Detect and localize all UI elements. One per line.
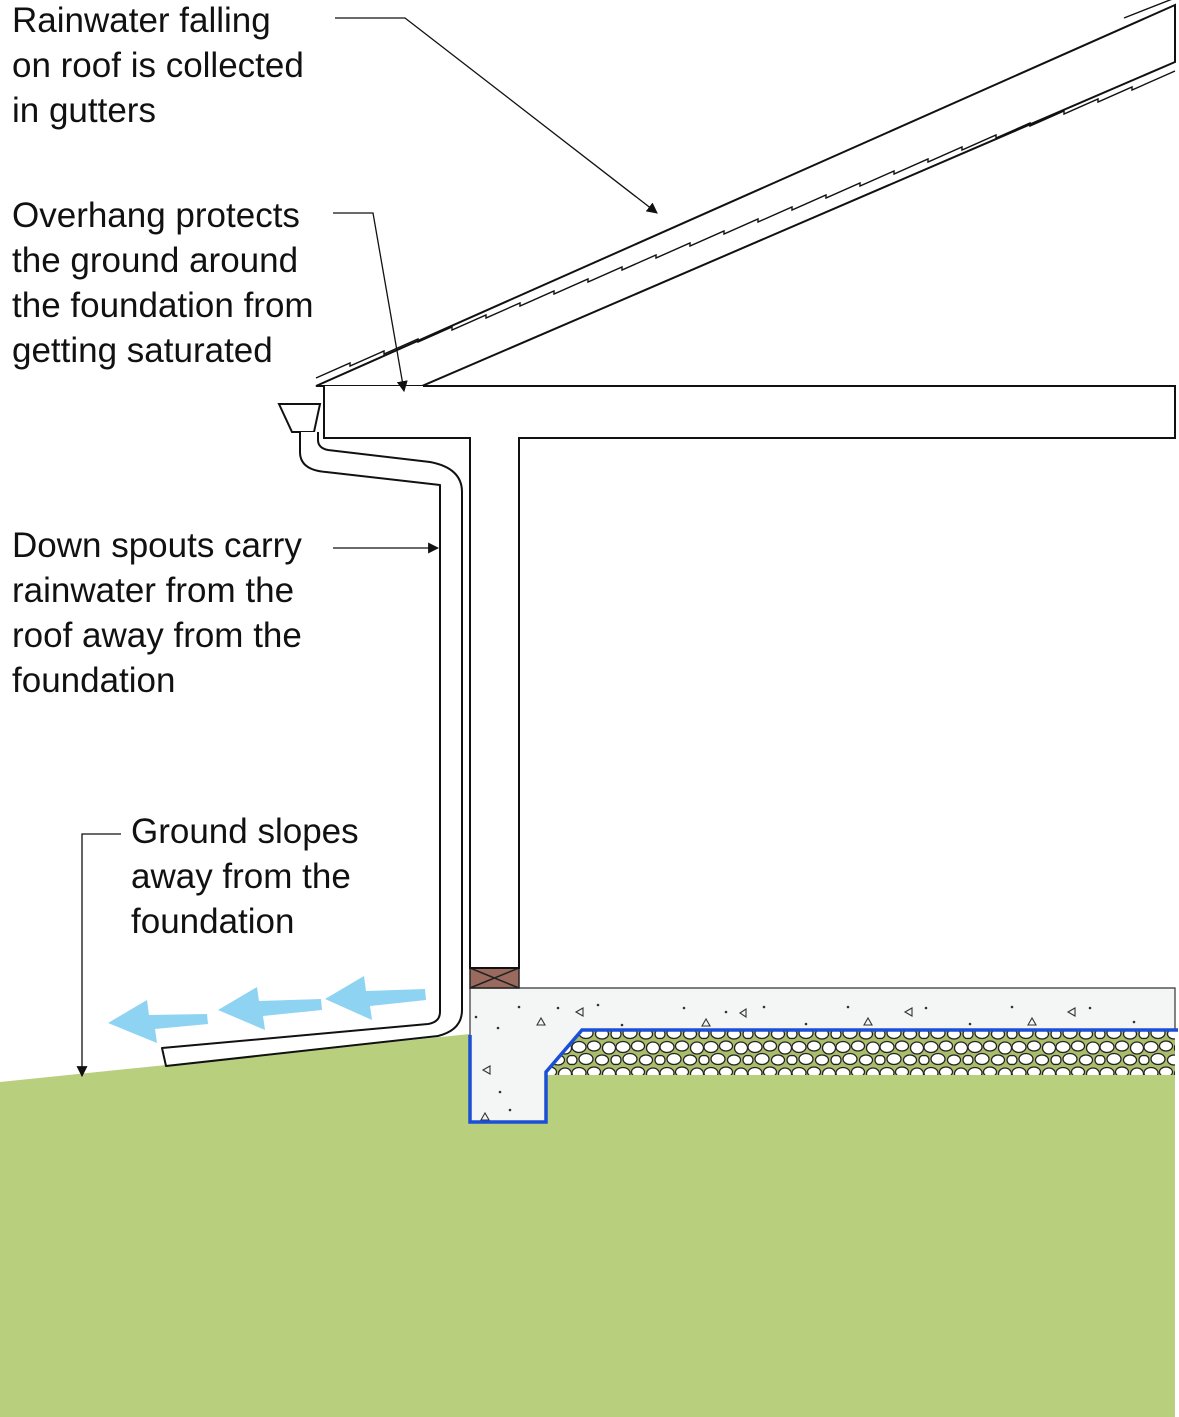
- wall-and-ceiling: [323, 385, 1176, 969]
- label-line: rainwater from the: [12, 571, 295, 610]
- gravel-bed: [546, 1030, 1175, 1075]
- label-line: roof away from the: [12, 616, 302, 655]
- label-line: Overhang protects: [12, 196, 300, 235]
- label-line: the foundation from: [12, 286, 314, 325]
- water-flow-arrows: [108, 976, 426, 1043]
- leader-overhang: [333, 212, 408, 393]
- label-rainwater-gutters: Rainwater falling on roof is collected i…: [12, 0, 304, 133]
- label-line: Ground slopes: [131, 812, 359, 851]
- concrete-dots: [474, 1003, 1136, 1112]
- gutter: [277, 403, 322, 433]
- leader-ground: [76, 833, 121, 1078]
- roof: [315, 3, 1176, 387]
- ground: [0, 1034, 1175, 1417]
- label-downspouts: Down spouts carry rainwater from the roo…: [12, 523, 302, 703]
- label-line: on roof is collected: [12, 46, 304, 85]
- label-line: in gutters: [12, 91, 156, 130]
- label-line: Rainwater falling: [12, 1, 271, 40]
- label-line: getting saturated: [12, 331, 273, 370]
- label-line: away from the: [131, 857, 351, 896]
- label-line: the ground around: [12, 241, 299, 280]
- leader-rainwater: [335, 17, 658, 214]
- roof-shingles: [315, 70, 1176, 379]
- sill-plate: [469, 967, 520, 989]
- label-line: foundation: [131, 902, 295, 941]
- label-line: Down spouts carry: [12, 526, 302, 565]
- downspout-outer: [161, 432, 463, 1067]
- label-line: foundation: [12, 661, 176, 700]
- concrete-aggregate-marks: [480, 1007, 1076, 1121]
- vapor-barrier: [468, 1028, 1178, 1124]
- label-ground-slope: Ground slopes away from the foundation: [131, 809, 359, 944]
- label-overhang: Overhang protects the ground around the …: [12, 193, 314, 373]
